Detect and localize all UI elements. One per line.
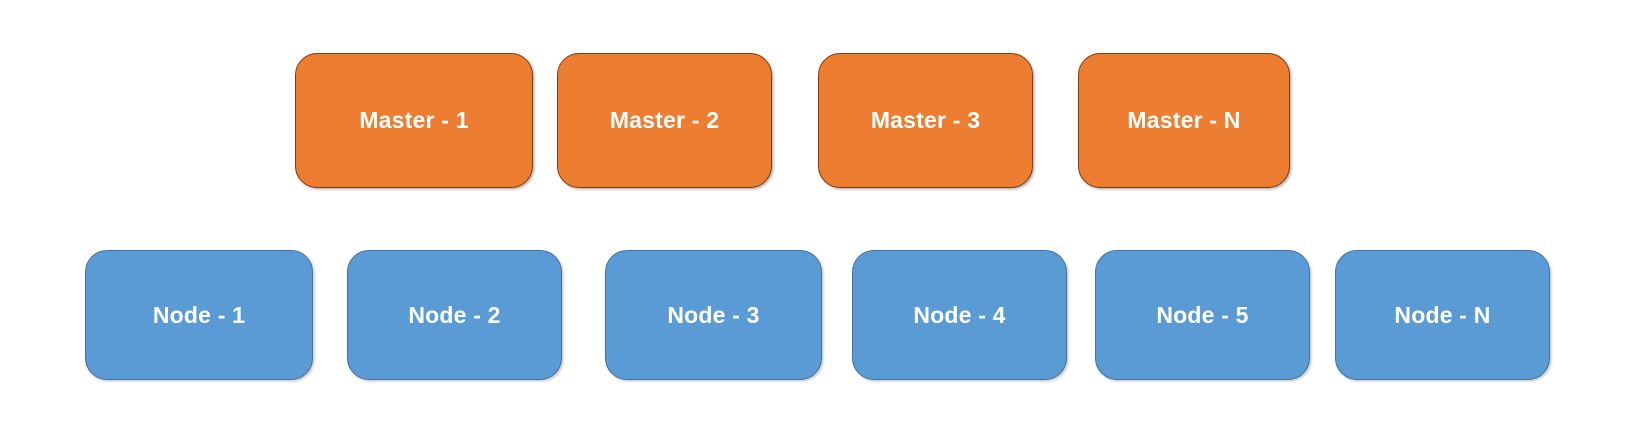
worker-node-label: Node - 5 — [1156, 301, 1249, 328]
worker-node-label: Node - 4 — [913, 301, 1006, 328]
master-node-label: Master - 2 — [609, 107, 720, 133]
worker-node-box[interactable]: Node - N — [1335, 250, 1550, 380]
worker-node-box[interactable]: Node - 3 — [605, 250, 822, 380]
master-node-box[interactable]: Master - 3 — [818, 53, 1033, 188]
master-node-box[interactable]: Master - N — [1078, 53, 1290, 188]
worker-node-box[interactable]: Node - 1 — [85, 250, 313, 380]
worker-node-label: Node - N — [1394, 301, 1491, 328]
worker-node-box[interactable]: Node - 2 — [347, 250, 562, 380]
worker-node-box[interactable]: Node - 5 — [1095, 250, 1310, 380]
master-node-label: Master - N — [1127, 107, 1241, 133]
worker-node-label: Node - 2 — [408, 301, 501, 328]
worker-node-box[interactable]: Node - 4 — [852, 250, 1067, 380]
master-node-label: Master - 1 — [359, 107, 469, 133]
worker-node-label: Node - 3 — [667, 301, 760, 328]
master-node-box[interactable]: Master - 1 — [295, 53, 533, 188]
master-node-label: Master - 3 — [870, 107, 981, 133]
worker-node-label: Node - 1 — [152, 301, 246, 328]
master-node-box[interactable]: Master - 2 — [557, 53, 772, 188]
